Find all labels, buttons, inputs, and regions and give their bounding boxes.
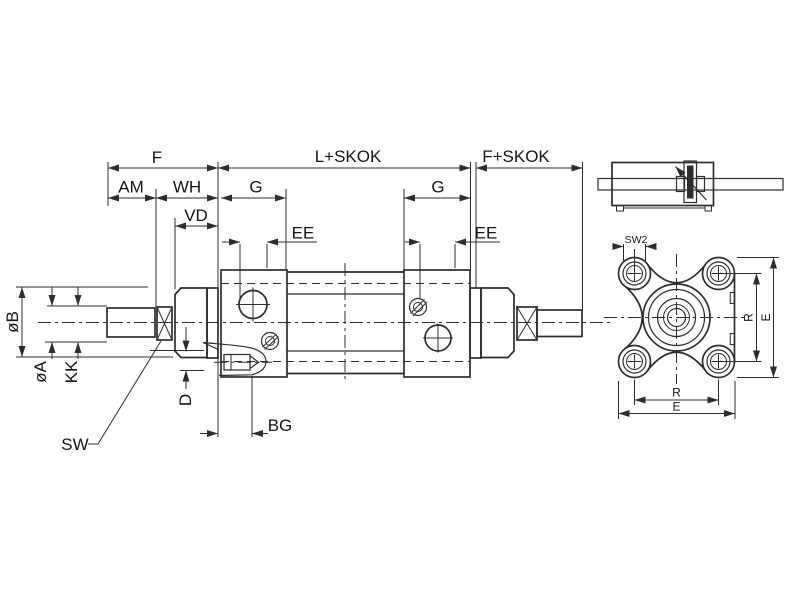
cushion-screw-front-hatch — [262, 333, 279, 350]
schematic-body — [611, 161, 715, 207]
label-g-rear: G — [431, 178, 444, 197]
cylinder-tube — [221, 263, 470, 380]
end-view: SW2 R E R E — [604, 234, 779, 419]
sw-leader-line — [88, 340, 162, 445]
label-ee-front: EE — [292, 224, 315, 243]
dimension-g-rear: G — [404, 178, 471, 202]
cushion-adjust-arrow — [675, 166, 707, 201]
label-r-bottom: R — [672, 386, 681, 400]
label-d: D — [176, 394, 195, 406]
label-l-skok: L+SKOK — [315, 147, 382, 166]
rod-nut-rear-hatch — [516, 306, 538, 341]
dimension-f: F — [108, 148, 218, 172]
extension-lines — [16, 162, 583, 437]
label-r-vertical: R — [742, 313, 756, 322]
label-dia-b: øB — [3, 311, 22, 333]
label-f-skok: F+SKOK — [482, 147, 550, 166]
label-kk: KK — [62, 360, 81, 383]
rear-head-block — [403, 269, 471, 378]
callout-sw: SW — [61, 340, 162, 454]
label-wh: WH — [173, 178, 201, 197]
dimension-g-front: G — [221, 178, 286, 202]
label-e-bottom: E — [672, 400, 680, 414]
dimension-e-vertical: E — [759, 257, 777, 378]
flange-edge-notches — [729, 292, 735, 345]
cushion-needle-tip — [249, 355, 260, 369]
label-dia-a: øA — [31, 360, 50, 382]
front-port-crosshair — [236, 287, 270, 322]
dimension-am: AM — [108, 178, 156, 202]
dimension-sw2: SW2 — [612, 234, 657, 250]
tie-rod-boss-top-left — [617, 249, 652, 291]
schematic-view — [597, 160, 784, 212]
end-view-extension-lines — [618, 244, 779, 419]
cushion-screw-rear-outer — [408, 297, 428, 317]
piston-rod-rear — [536, 309, 583, 338]
label-ee-rear: EE — [475, 224, 498, 243]
dimension-e-bottom: E — [618, 400, 735, 417]
rear-head — [403, 269, 471, 378]
label-vd: VD — [184, 206, 208, 225]
side-view: F L+SKOK F+SKOK AM WH G G VD — [3, 147, 612, 454]
tie-rod-boss-bottom-left — [617, 344, 652, 379]
end-view-centerlines — [604, 254, 748, 384]
label-sw2: SW2 — [625, 234, 648, 246]
label-bg: BG — [268, 416, 293, 435]
label-f: F — [152, 148, 162, 167]
rear-port-crosshair — [423, 323, 453, 353]
piston-rod-front — [106, 307, 156, 338]
dimension-bg: BG — [200, 416, 293, 437]
label-sw: SW — [61, 435, 88, 454]
cushion-screw-front-outer — [260, 331, 280, 351]
dimension-ee-front: EE — [222, 224, 317, 246]
dimension-dia-a: øA — [31, 287, 56, 383]
cushion-screw-rear-inner — [413, 302, 423, 312]
dimension-d: D — [176, 327, 195, 406]
rod-nut-front-hatch — [156, 306, 173, 341]
cushion-screw-front-inner — [265, 336, 275, 346]
central-bores — [604, 254, 748, 384]
dimension-wh: WH — [156, 178, 218, 202]
label-e-vertical: E — [759, 313, 773, 321]
dimension-ee-rear: EE — [405, 224, 500, 246]
front-head-block — [220, 269, 288, 378]
dimension-f-skok: F+SKOK — [476, 147, 583, 172]
front-head — [202, 269, 288, 378]
rear-cap — [480, 287, 515, 359]
rod-nut-front — [156, 306, 173, 341]
dimension-dia-b: øB — [3, 287, 26, 357]
cushion-screw-rear-hatch — [410, 299, 428, 317]
dimension-r-vertical: R — [742, 273, 760, 362]
label-am: AM — [118, 178, 144, 197]
schematic-feet — [616, 205, 712, 212]
dimension-vd: VD — [175, 206, 218, 230]
label-g-front: G — [249, 178, 262, 197]
dimension-l-skok: L+SKOK — [218, 147, 471, 172]
dimension-r-bottom: R — [634, 386, 719, 404]
dimension-kk: KK — [62, 287, 82, 383]
cushion-pocket — [202, 341, 267, 377]
schematic-piston-housing — [683, 160, 698, 204]
